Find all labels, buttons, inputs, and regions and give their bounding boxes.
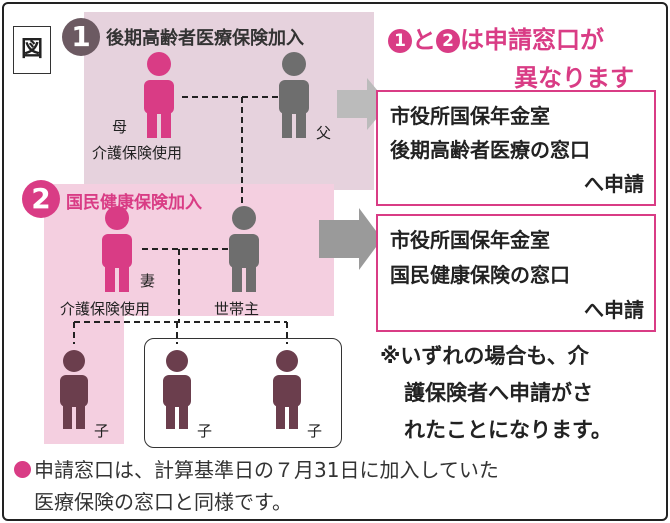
family-connectors xyxy=(73,96,288,344)
father-label: 父 xyxy=(316,124,332,142)
group1-badge: 1 xyxy=(62,18,100,56)
group1-title: 後期高齢者医療保険加入 xyxy=(106,28,304,49)
child3-label: 子 xyxy=(307,422,323,440)
child2-label: 子 xyxy=(197,422,213,440)
arrow-2 xyxy=(319,208,382,270)
head-of-household-icon xyxy=(229,206,259,292)
group2-region xyxy=(44,184,334,316)
headline-line1-text: は申請窓口が xyxy=(460,26,604,54)
box1-line3: へ申請 xyxy=(584,172,644,196)
window-box-1: 市役所国保年金室 後期高齢者医療の窓口 へ申請 xyxy=(376,90,656,206)
box2-line3: へ申請 xyxy=(584,298,644,322)
child1-label: 子 xyxy=(94,422,110,440)
mother-label: 母 xyxy=(112,118,128,136)
group2-title: 国民健康保険加入 xyxy=(66,193,202,213)
window-box-2: 市役所国保年金室 国民健康保険の窓口 へ申請 xyxy=(376,214,656,332)
wife-label: 妻 xyxy=(140,272,156,290)
wife-icon xyxy=(102,206,132,292)
wife-sub-label: 介護保険使用 xyxy=(60,300,151,318)
headline-connector: と xyxy=(412,26,436,54)
group2-badge: 2 xyxy=(22,180,60,218)
headline-badge-2: 2 xyxy=(436,29,460,53)
child1-icon xyxy=(60,350,88,429)
note-line2: 護保険者へ申請がさ xyxy=(404,381,593,405)
box2-line1: 市役所国保年金室 xyxy=(390,228,550,252)
child3-icon xyxy=(273,350,301,429)
box2-line2: 国民健康保険の窓口 xyxy=(390,263,570,287)
child2-icon xyxy=(163,350,191,429)
mother-sub-label: 介護保険使用 xyxy=(92,144,183,162)
headline-badge-1: 1 xyxy=(388,29,412,53)
headline-line2: 異なります xyxy=(514,64,634,92)
bullet-icon xyxy=(14,461,31,478)
box1-line1: 市役所国保年金室 xyxy=(390,104,550,128)
footer-line1: 申請窓口は、計算基準日の７月31日に加入していた xyxy=(14,454,499,483)
mother-icon xyxy=(144,52,174,138)
head-of-household-label: 世帯主 xyxy=(214,300,260,318)
father-icon xyxy=(279,52,309,138)
diagram-graphics xyxy=(60,52,389,429)
note-line1: ※いずれの場合も、介 xyxy=(380,344,589,368)
box1-line2: 後期高齢者医療の窓口 xyxy=(390,138,590,162)
footer-line1-text: 申請窓口は、計算基準日の７月31日に加入していた xyxy=(34,458,499,482)
figure-label: 図 xyxy=(13,26,51,74)
footer-line2: 医療保険の窓口と同様です。 xyxy=(34,490,292,514)
note-line3: れたことになります。 xyxy=(404,418,612,442)
group1-region xyxy=(84,12,374,190)
